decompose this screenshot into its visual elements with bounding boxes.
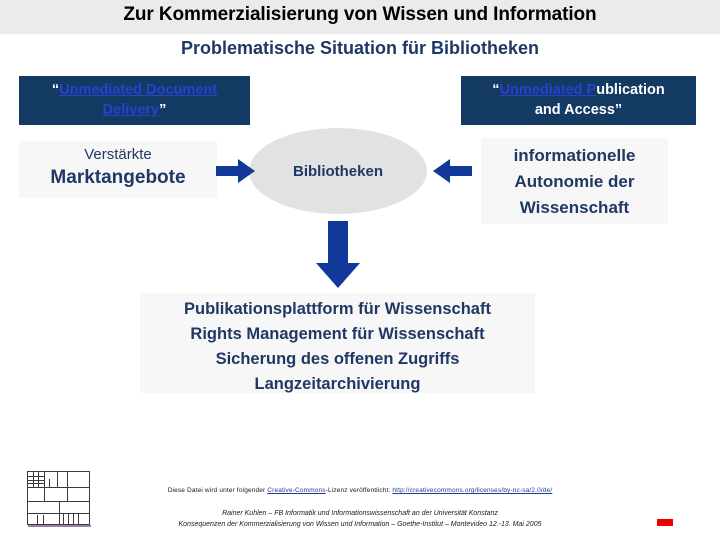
logo-line <box>68 513 69 525</box>
logo-line <box>37 515 38 525</box>
open-quote: “ <box>51 82 60 98</box>
text-ublication: ublication <box>596 82 665 98</box>
logo-line <box>59 501 60 525</box>
logo-line <box>43 515 44 525</box>
ellipse-label: Bibliotheken <box>292 162 383 180</box>
link-delivery[interactable]: Delivery <box>102 102 160 118</box>
task-line1: Publikationsplattform für Wissenschaft <box>184 300 491 318</box>
panel-marktangebote: Verstärkte Marktangebote <box>19 141 217 198</box>
logo-line <box>28 501 89 502</box>
task-line3: Sicherung des offenen Zugriffs <box>215 350 460 368</box>
close-quote: ” <box>614 102 623 118</box>
marktangebote-title: Marktangebote <box>50 167 186 188</box>
license-prefix: Diese Datei wird unter folgender <box>167 487 268 494</box>
panel-bibliotheks-aufgaben: Publikationsplattform für Wissenschaft R… <box>140 293 535 393</box>
credit-note: Rainer Kuhlen – FB Informatik und Inform… <box>0 508 720 530</box>
autonomie-line1: informationelle <box>513 146 636 165</box>
box-unmediated-document-delivery: “Unmediated Document Delivery” <box>19 76 250 125</box>
marktangebote-subtitle: Verstärkte <box>84 146 152 163</box>
close-quote: ” <box>159 102 167 118</box>
logo-line <box>38 472 39 487</box>
page-title-line2: Problematische Situation für Bibliotheke… <box>180 38 540 58</box>
task-line2: Rights Management für Wissenschaft <box>190 325 485 343</box>
logo-line <box>28 476 44 477</box>
logo-line <box>28 480 44 481</box>
logo-line <box>49 479 50 487</box>
page-title-line1: Zur Kommerzialisierung von Wissen und In… <box>123 4 597 25</box>
creative-commons-link[interactable]: Creative-Commons <box>267 487 326 494</box>
logo-line <box>44 472 45 501</box>
autonomie-line2: Autonomie der <box>514 172 635 191</box>
license-note: Diese Datei wird unter folgender Creativ… <box>0 487 720 494</box>
logo-line <box>28 513 89 514</box>
open-quote: “ <box>492 82 500 98</box>
arrow-right-icon <box>216 158 256 189</box>
link-unmediated-document[interactable]: Unmediated Document <box>59 82 218 98</box>
logo-line <box>33 472 34 487</box>
autonomie-line3: Wissenschaft <box>519 198 630 217</box>
logo-line <box>28 483 44 484</box>
logo-line <box>73 513 74 525</box>
logo-line <box>63 513 64 525</box>
logo-line <box>28 487 89 488</box>
logo-line <box>67 472 68 501</box>
license-middle: -Lizenz veröffentlicht: <box>325 487 393 494</box>
logo-line <box>78 513 79 525</box>
red-marker <box>657 519 673 526</box>
credit-line2: Konsequenzen der Kommerzialisierung von … <box>178 521 542 528</box>
ellipse-bibliotheken: Bibliotheken <box>249 128 427 214</box>
panel-informationelle-autonomie: informationelle Autonomie der Wissenscha… <box>481 138 668 224</box>
task-line4: Langzeitarchivierung <box>254 375 421 393</box>
link-unmediated-publication[interactable]: Unmediated P <box>499 82 597 98</box>
box-unmediated-publication-access: “Unmediated Publication and Access” <box>461 76 696 125</box>
text-and-access: and Access <box>534 102 615 118</box>
title-bar <box>0 0 720 34</box>
logo-line <box>57 472 58 487</box>
credit-line1: Rainer Kuhlen – FB Informatik und Inform… <box>222 510 498 517</box>
arrow-down-icon <box>315 221 361 294</box>
license-url-link[interactable]: http://creativecommons.org/licenses/by-n… <box>392 487 553 494</box>
university-logo <box>27 471 91 527</box>
logo-underline <box>28 525 91 527</box>
arrow-left-icon <box>430 158 472 189</box>
